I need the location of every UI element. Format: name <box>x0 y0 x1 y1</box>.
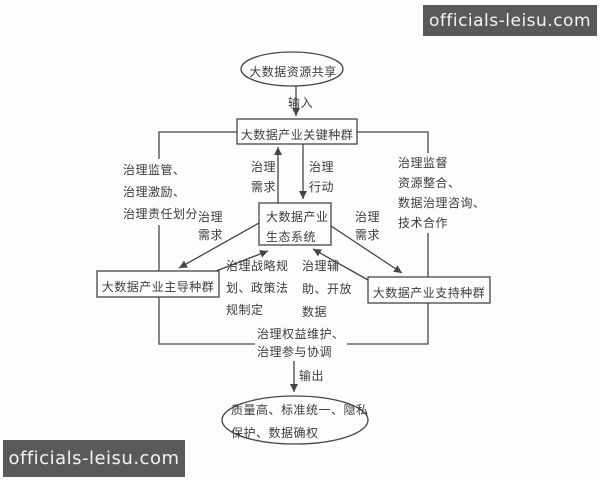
output-ellipse-label: 质量高、标准统一、隐私 保护、数据确权 <box>231 403 369 440</box>
watermark-top-text: officials-leisu.com <box>428 10 592 31</box>
edge-demand-to-support-arrow <box>330 225 403 274</box>
leading-population-label: 大数据产业主导种群 <box>101 280 215 294</box>
source-ellipse-shape <box>240 51 344 87</box>
demand-to-support-edge-label: 治理 需求 <box>355 210 381 242</box>
strategy-policy-edge-label: 治理战略规 划、政策法 规制定 <box>226 259 289 317</box>
output-edge-label: 输出 <box>299 369 325 383</box>
watermark-bottom-left: officials-leisu.com <box>3 440 185 477</box>
demand-up-edge-label: 治理 需求 <box>251 160 277 194</box>
watermark-top-right: officials-leisu.com <box>423 5 597 36</box>
support-population-box-shape <box>367 276 491 304</box>
left-branch-functions-label: 治理监管、 治理激励、 治理责任划分 <box>121 159 201 225</box>
support-population-label: 大数据产业支持种群 <box>372 286 486 300</box>
leading-population-box-shape <box>96 270 220 298</box>
edge-assist-to-ecosystem-arrow <box>312 248 369 281</box>
action-down-edge-label: 治理 行动 <box>309 160 335 194</box>
edge-strategy-to-ecosystem-arrow <box>215 250 269 272</box>
rights-coordination-edge-label: 治理权益维护、 治理参与协调 <box>255 325 347 361</box>
ecosystem-box-shape <box>258 202 332 246</box>
right-branch-functions-label: 治理监督 资源整合、 数据治理咨询、 技术合作 <box>396 153 488 233</box>
assist-open-data-edge-label: 治理辅 助、开放 数据 <box>302 259 353 319</box>
ecosystem-label: 大数据产业 生态系统 <box>266 210 329 244</box>
source-ellipse-label: 大数据资源共享 <box>249 65 337 79</box>
key-population-box-shape <box>236 118 358 145</box>
input-edge-label: 输入 <box>288 96 314 110</box>
watermark-bottom-text: officials-leisu.com <box>8 448 180 469</box>
key-population-label: 大数据产业关键种群 <box>240 128 354 142</box>
demand-to-leading-edge-label: 治理 需求 <box>198 210 224 242</box>
output-ellipse-shape <box>221 395 369 445</box>
edge-demand-to-leading-arrow <box>178 222 260 269</box>
